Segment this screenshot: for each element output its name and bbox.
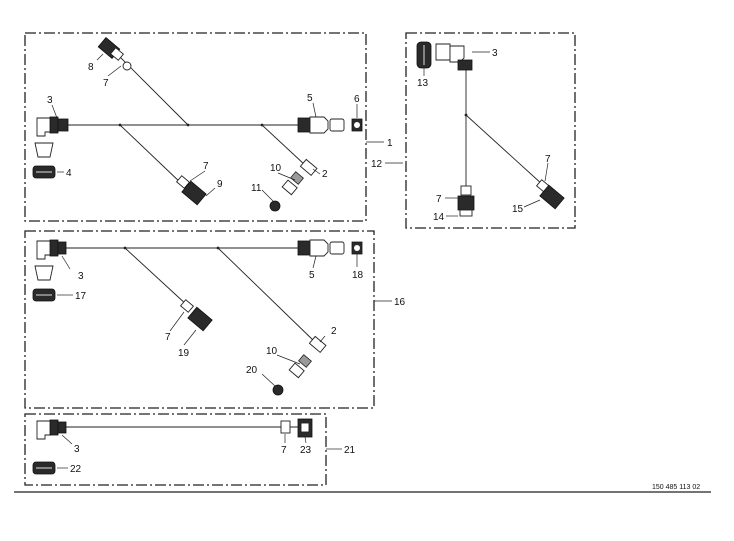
callout-2: 2 (331, 326, 337, 337)
callout-7: 7 (203, 161, 209, 172)
callout-2: 2 (322, 169, 328, 180)
callout-3: 3 (492, 48, 498, 59)
protective-cap-icon (351, 241, 363, 255)
seal-icon (32, 461, 56, 475)
callout-23: 23 (300, 445, 312, 456)
assembly-frame-16 (24, 230, 375, 409)
branch-wire (119, 124, 184, 186)
callout-7: 7 (545, 154, 551, 165)
callout-6: 6 (354, 94, 360, 105)
protective-cap-icon (351, 118, 363, 132)
callout-16: 16 (394, 297, 406, 308)
seal-icon (32, 288, 56, 302)
sensor-connector-icon (280, 418, 313, 438)
drawing-reference-number: 150 485 113 02 (652, 484, 700, 491)
callout-9: 9 (217, 179, 223, 190)
angled-connector-icon (36, 419, 67, 440)
callout-18: 18 (352, 270, 364, 281)
callout-10: 10 (270, 163, 282, 174)
angled-connector-icon (36, 239, 67, 260)
connector-cap-icon (34, 265, 54, 281)
harness-assembly-21: 3 22 7 23 21 (24, 413, 356, 486)
callout-7: 7 (281, 445, 287, 456)
assembly-frame-1 (24, 32, 367, 222)
callout-12: 12 (371, 159, 383, 170)
seal-icon (32, 165, 56, 179)
callout-5: 5 (307, 93, 313, 104)
assembly-frame-12 (405, 32, 576, 229)
sensor-connector-icon (535, 179, 565, 210)
callout-22: 22 (70, 464, 82, 475)
branch-connector-icon (272, 335, 327, 396)
seal-icon (416, 41, 432, 69)
assembly-frame-21 (24, 413, 327, 486)
callout-10: 10 (266, 346, 278, 357)
callout-21: 21 (344, 445, 356, 456)
sensor-connector-icon (179, 299, 213, 332)
branch-connector-icon (269, 158, 318, 212)
callout-1: 1 (387, 138, 393, 149)
angled-connector-icon (435, 43, 473, 71)
callout-3: 3 (74, 444, 80, 455)
connector-cap-icon (34, 142, 54, 158)
socket-connector-icon (297, 239, 345, 257)
callout-7: 7 (436, 194, 442, 205)
harness-assembly-1: 3 4 8 7 5 6 1 7 9 10 2 11 (24, 32, 393, 222)
harness-assembly-16: 3 17 5 18 16 7 19 2 10 20 (24, 230, 406, 409)
harness-assembly-12: 13 3 12 7 14 7 15 (371, 32, 576, 229)
callout-20: 20 (246, 365, 258, 376)
callout-11: 11 (251, 183, 262, 194)
socket-connector-icon (297, 116, 345, 134)
callout-3: 3 (47, 95, 53, 106)
callout-5: 5 (309, 270, 315, 281)
callout-7: 7 (103, 78, 109, 89)
callout-13: 13 (417, 78, 429, 89)
sensor-connector-icon (457, 185, 475, 217)
sensor-connector-icon (175, 175, 207, 206)
callout-15: 15 (512, 204, 524, 215)
callout-8: 8 (88, 62, 94, 73)
angled-connector-icon (36, 116, 69, 137)
callout-3: 3 (78, 271, 84, 282)
callout-7: 7 (165, 332, 171, 343)
callout-14: 14 (433, 212, 445, 223)
callout-17: 17 (75, 291, 87, 302)
branch-wire (261, 124, 306, 166)
callout-19: 19 (178, 348, 190, 359)
inline-connector-icon (97, 37, 132, 71)
callout-4: 4 (66, 168, 72, 179)
